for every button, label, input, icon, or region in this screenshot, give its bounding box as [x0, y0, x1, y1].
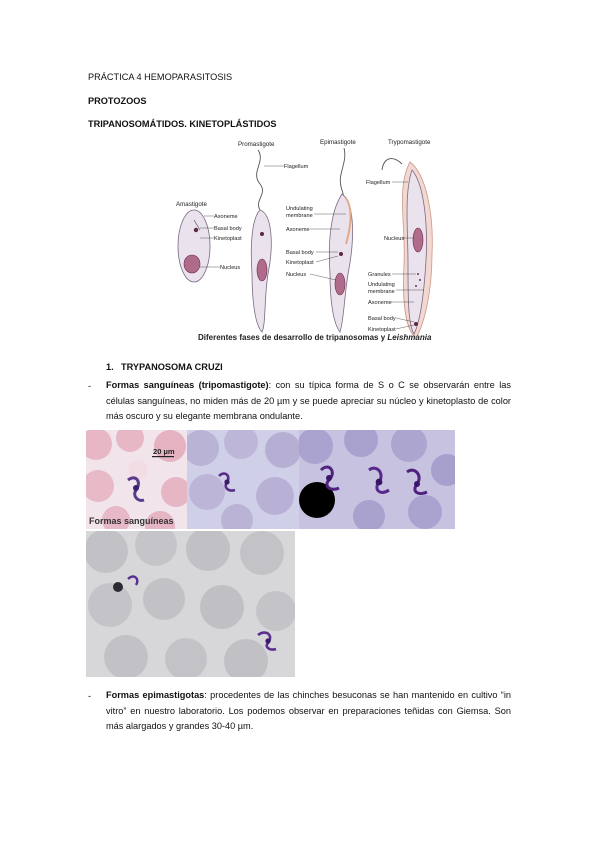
photo-blood-forms-1	[86, 430, 187, 529]
bullet-1-body: : con su típica forma de S o C se observ…	[106, 380, 511, 422]
epimastigote-nucleus-label: Nucleus	[286, 272, 306, 278]
epimastigote-undulating-membrane	[345, 197, 352, 245]
amastigote-axoneme-label: Axoneme	[214, 214, 238, 220]
section-heading: PROTOZOOS	[88, 96, 147, 106]
trypomastigote-kinetoplast	[414, 322, 418, 326]
photo-blood-forms-4	[86, 531, 295, 677]
section-1-title: TRYPANOSOMA CRUZI	[121, 362, 223, 372]
page-title: PRÁCTICA 4 HEMOPARASITOSIS	[88, 72, 233, 82]
trypomastigote-nucleus	[412, 227, 424, 253]
diagram-caption: Diferentes fases de desarrollo de tripan…	[198, 333, 431, 342]
trypomastigote-flagellum-label: Flagellum	[366, 180, 391, 186]
amastigote-nucleus	[183, 254, 201, 274]
epimastigote-undulating-label-1: Undulating	[286, 206, 313, 212]
photo-caption: Formas sanguíneas	[89, 516, 174, 526]
stages-diagram: Amastigote Axoneme Basal body Kinetoplas…	[170, 134, 450, 346]
epimastigote-axoneme-label: Axoneme	[286, 227, 310, 233]
diagram-caption-italic: Leishmania	[387, 333, 432, 342]
promastigote-nucleus	[256, 258, 268, 282]
trypomastigote-granules-label: Granules	[368, 272, 391, 278]
bullet-2-dash: -	[88, 691, 92, 701]
trypomastigote-undulating-label-1: Undulating	[368, 282, 395, 288]
trypomastigote-axoneme-label: Axoneme	[368, 300, 392, 306]
amastigote-nucleus-label: Nucleus	[220, 265, 240, 271]
bullet-1-dash: -	[88, 381, 92, 391]
diagram-caption-main: Diferentes fases de desarrollo de tripan…	[198, 333, 388, 342]
trypomastigote-undulating-label-2: membrane	[368, 289, 395, 295]
trypomastigote-title: Trypomastigote	[388, 139, 431, 146]
bullet-2-label: Formas epimastigotas	[106, 690, 205, 700]
amastigote-axoneme	[193, 219, 201, 231]
photo-blood-forms-3	[299, 430, 455, 529]
amastigote-kinetoplast	[193, 227, 199, 233]
epimastigote-undulating-label-2: membrane	[286, 213, 313, 219]
section-1-number: 1.	[106, 362, 114, 372]
promastigote-flagellum-label: Flagellum	[284, 164, 309, 170]
bullet-2-body: : procedentes de las chinches besuconas …	[106, 690, 511, 732]
promastigote-kinetoplast	[260, 232, 264, 236]
amastigote-kinetoplast-label: Kinetoplast	[214, 236, 242, 242]
trypomastigote-nucleus-label: Nucleus	[384, 236, 404, 242]
promastigote-flagellum	[256, 149, 263, 211]
epimastigote-title: Epimastigote	[320, 139, 356, 146]
bullet-1-label: Formas sanguíneas (tripomastigote)	[106, 380, 269, 390]
bullet-1-text: Formas sanguíneas (tripomastigote): con …	[106, 378, 511, 425]
trypomastigote-kinetoplast-label: Kinetoplast	[368, 327, 396, 333]
trypomastigote-basal-body-label: Basal body	[368, 316, 396, 322]
stages-diagram-svg: Amastigote Axoneme Basal body Kinetoplas…	[176, 139, 433, 339]
subsection-heading: TRIPANOSOMÁTIDOS. KINETOPLÁSTIDOS	[88, 119, 277, 129]
epimastigote-kinetoplast	[339, 252, 343, 256]
bullet-2-text: Formas epimastigotas: procedentes de las…	[106, 688, 511, 735]
epimastigote-basal-body-label: Basal body	[286, 250, 314, 256]
epimastigote-body	[328, 193, 353, 333]
trypomastigote-body	[406, 169, 427, 335]
promastigote-title: Promastigote	[238, 141, 275, 148]
photo-blood-forms-2	[187, 430, 299, 529]
amastigote-basal-body-label: Basal body	[214, 226, 242, 232]
epimastigote-kinetoplast-label: Kinetoplast	[286, 260, 314, 266]
amastigote-title: Amastigote	[176, 201, 208, 208]
trypomastigote-flagellum	[381, 158, 403, 171]
scale-bar-label: 20 µm	[153, 447, 175, 456]
epimastigote-nucleus	[334, 272, 346, 296]
